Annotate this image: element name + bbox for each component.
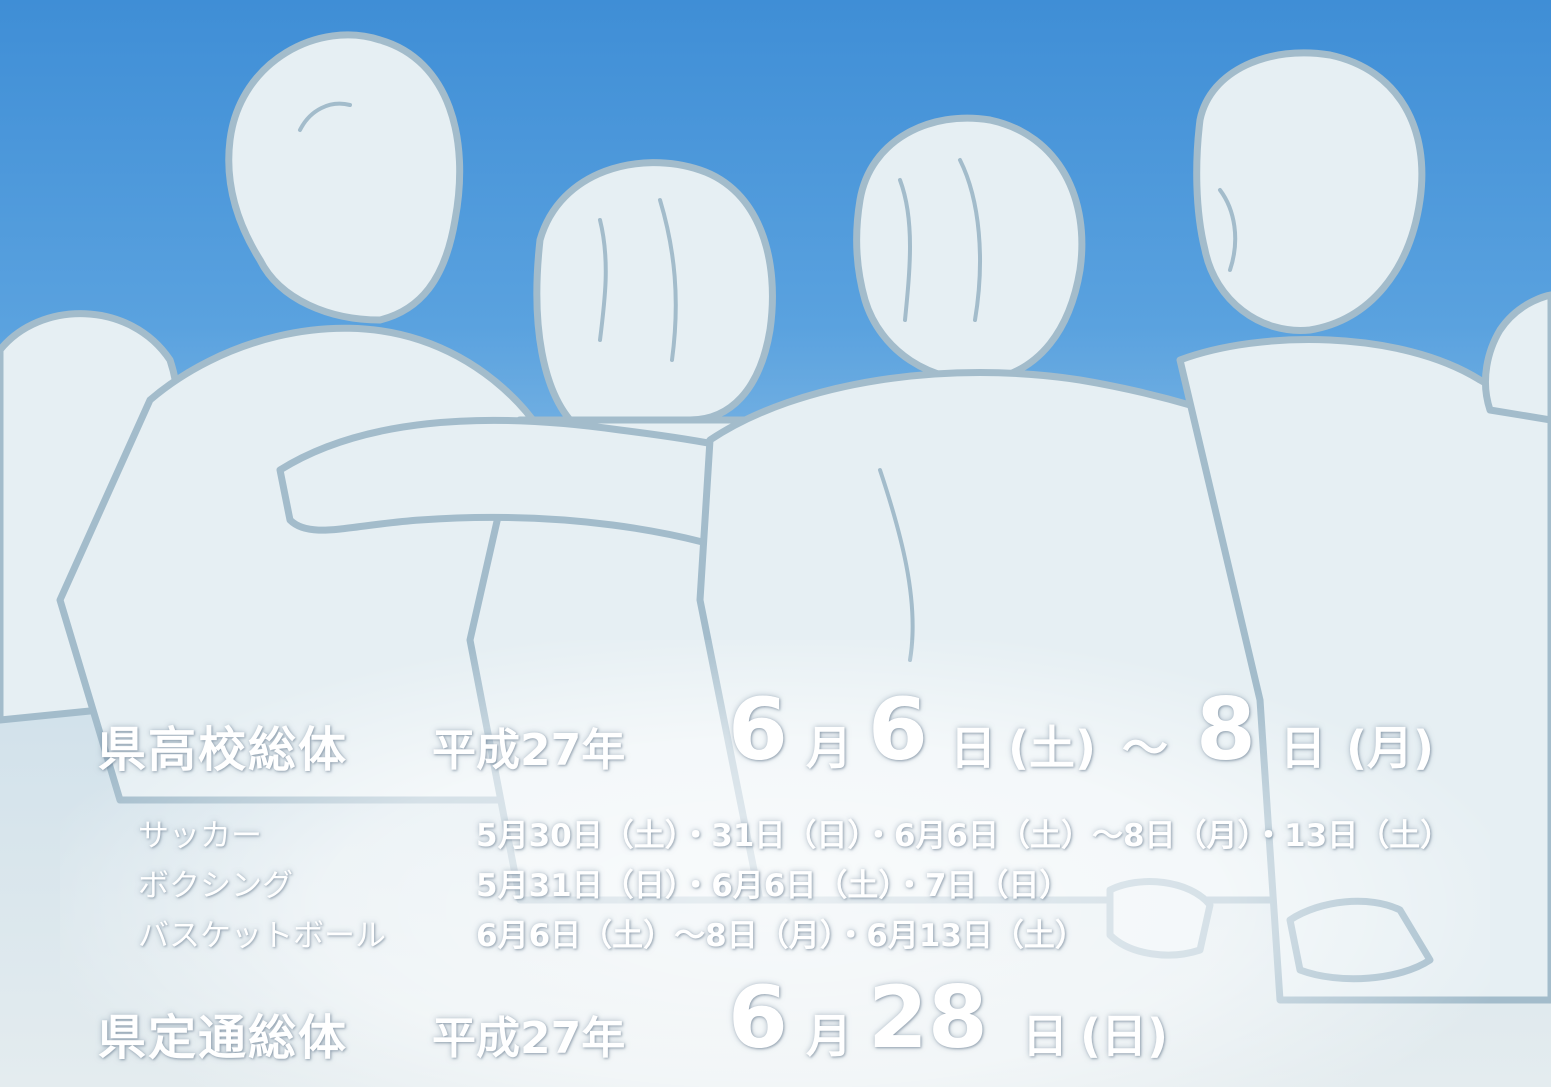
event2-label: 県定通総体 bbox=[98, 1010, 349, 1066]
event1-label: 県高校総体 bbox=[98, 722, 349, 778]
schedule-sport: サッカー bbox=[138, 818, 262, 854]
event2-dow: (日) bbox=[1080, 1009, 1169, 1063]
schedule-sport: バスケットボール bbox=[138, 918, 386, 954]
event2-day-char: 日 bbox=[1022, 1009, 1068, 1063]
schedule-dates: 5月30日（土）・31日（日）・6月6日（土）～8日（月）・13日（土） bbox=[476, 818, 1452, 854]
schedule-sport: ボクシング bbox=[138, 868, 293, 904]
text-backdrop bbox=[60, 640, 1490, 1087]
schedule-dates: 5月31日（日）・6月6日（土）・7日（日） bbox=[476, 868, 1071, 904]
event2-day-number: 28 bbox=[868, 968, 988, 1068]
event1-tilde: ～ bbox=[1122, 721, 1168, 775]
event2-year: 平成27年 bbox=[432, 1013, 626, 1064]
event1-dow-end: (月) bbox=[1346, 721, 1435, 775]
event1-dow-start: (土) bbox=[1008, 721, 1097, 775]
event1-day-start: 6 bbox=[868, 680, 928, 780]
event2-month-number: 6 bbox=[728, 968, 788, 1068]
event1-year: 平成27年 bbox=[432, 725, 626, 776]
event2-month-char: 月 bbox=[806, 1009, 852, 1063]
event1-day-char-end: 日 bbox=[1280, 721, 1326, 775]
schedule-dates: 6月6日（土）～8日（月）・6月13日（土） bbox=[476, 918, 1086, 954]
event1-day-end: 8 bbox=[1196, 680, 1256, 780]
event1-month-char: 月 bbox=[806, 721, 852, 775]
event1-month-number: 6 bbox=[728, 680, 788, 780]
event1-day-char-start: 日 bbox=[950, 721, 996, 775]
